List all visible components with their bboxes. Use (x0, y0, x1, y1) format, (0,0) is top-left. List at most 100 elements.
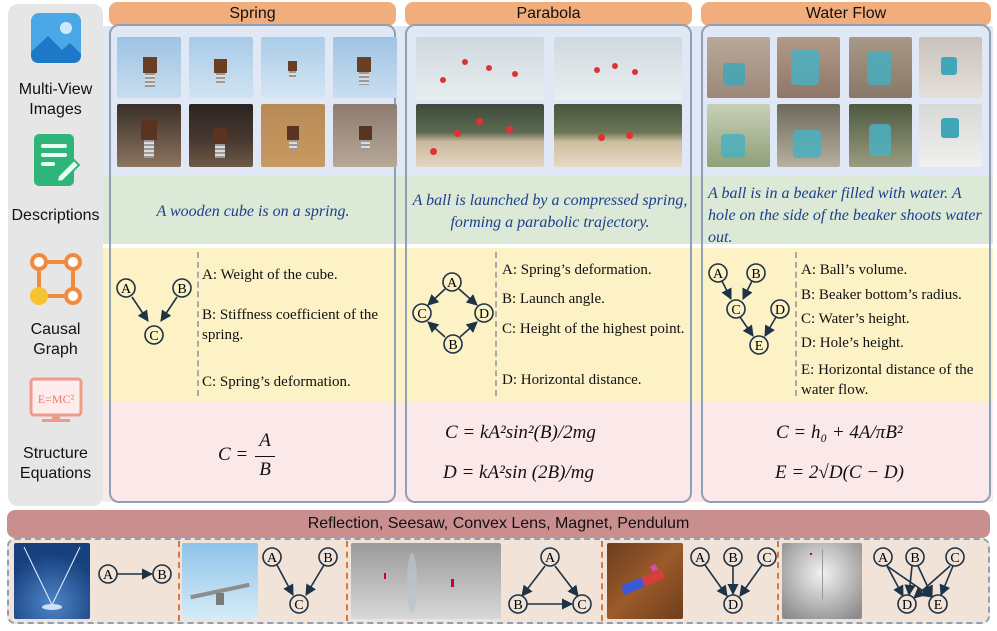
spring-causal-graph: A B C (116, 278, 192, 345)
spring-view-image (117, 104, 181, 167)
column-spring (109, 24, 396, 503)
graph-node (318, 547, 338, 567)
graph-node (540, 547, 560, 567)
row-label-sidebar: Multi-View Images Descriptions Causal Gr… (8, 4, 103, 506)
spring-equation-denominator: B (259, 459, 271, 480)
spring-variable: C: Spring’s deformation. (202, 374, 351, 390)
column-header-parabola: Parabola (405, 2, 692, 26)
water-flow-variable: B: Beaker bottom’s radius. (801, 287, 962, 303)
node-label-c: C (294, 598, 303, 613)
node-label-b: B (751, 267, 760, 282)
water-flow-variable: E: Horizontal distance of the water flow… (801, 362, 974, 398)
node-label-c: C (577, 598, 586, 613)
graph-node (746, 263, 766, 283)
node-label-a: A (878, 551, 889, 566)
column-header-water-flow: Water Flow (701, 2, 991, 26)
spring-variable: B: Stiffness coefficient of the spring. (202, 307, 379, 343)
node-label-c: C (731, 303, 740, 318)
water-flow-view-image (707, 104, 770, 167)
water-flow-view-image (777, 104, 840, 167)
spring-view-image (189, 37, 253, 98)
convex-lens-scene-image (351, 543, 501, 619)
sidebar-item-descriptions: Descriptions (8, 132, 103, 226)
column-header-spring: Spring (109, 2, 396, 26)
graph-separator (495, 252, 497, 396)
water-flow-view-image (919, 104, 982, 167)
graph-node (928, 594, 948, 614)
parabola-variable: B: Launch angle. (502, 291, 605, 307)
graph-node (770, 299, 790, 319)
node-label-a: A (267, 551, 278, 566)
graph-node (98, 564, 118, 584)
spring-variable: A: Weight of the cube. (202, 267, 338, 283)
graph-node (144, 325, 164, 345)
node-label-c: C (149, 329, 158, 344)
document-edit-icon (33, 134, 80, 186)
equations-band (103, 402, 993, 502)
node-label-c: C (950, 551, 959, 566)
graph-icon (29, 253, 82, 305)
parabola-description: A ball is launched by a compressed sprin… (412, 192, 688, 231)
water-flow-view-image (919, 37, 982, 98)
graph-node (289, 594, 309, 614)
sidebar-label-line1: Causal (30, 321, 81, 338)
scene-separator (346, 541, 348, 621)
graph-node (897, 594, 917, 614)
seesaw-causal-graph: A B C (262, 547, 338, 614)
parabola-view-image (554, 104, 682, 167)
sidebar-item-causal-graph: Causal Graph (8, 250, 103, 360)
graph-node (723, 594, 743, 614)
node-label-b: B (513, 598, 522, 613)
parabola-view-image (416, 104, 544, 167)
parabola-view-image (554, 37, 682, 100)
water-flow-variable: A: Ball’s volume. (801, 262, 908, 278)
spring-equation-numerator: A (259, 430, 271, 451)
sidebar-label-line1: Structure (23, 445, 88, 462)
parabola-view-image (416, 37, 544, 100)
node-label-d: D (775, 303, 785, 318)
sidebar-label-line1: Descriptions (11, 207, 100, 224)
convex-lens-causal-graph: A B C (508, 547, 592, 614)
pendulum-scene-image (782, 543, 862, 619)
node-label-b: B (323, 551, 332, 566)
node-label-a: A (695, 551, 706, 566)
node-label-e: E (755, 339, 764, 354)
spring-equation-lhs: C = (218, 444, 249, 465)
water-flow-view-image (849, 104, 912, 167)
formula-icon-text: E=MC² (37, 392, 74, 406)
node-label-e: E (934, 598, 943, 613)
node-label-d: D (728, 598, 738, 613)
scene-separator (178, 541, 180, 621)
graph-node (726, 299, 746, 319)
graph-node (945, 547, 965, 567)
pendulum-causal-graph: A B C D E (873, 547, 965, 614)
graph-node (152, 564, 172, 584)
graph-node (757, 547, 777, 567)
node-label-b: B (728, 551, 737, 566)
reflection-causal-graph: A B (98, 564, 172, 584)
parabola-equation: C = kA²sin²(B)/2mg (445, 422, 596, 443)
image-icon (30, 13, 81, 63)
graph-node (443, 334, 463, 354)
bottom-scenes-title: Reflection, Seesaw, Convex Lens, Magnet,… (7, 510, 990, 538)
magnet-causal-graph: A B C D (690, 547, 777, 614)
reflection-scene-image (14, 543, 90, 619)
node-label-c: C (417, 307, 426, 322)
magnet-scene-image (607, 543, 683, 619)
parabola-equation: D = kA²sin (2B)/mg (443, 462, 594, 483)
graph-node (116, 278, 136, 298)
node-label-b: B (177, 282, 186, 297)
graph-separator (795, 252, 797, 396)
parabola-causal-graph: A C D B (412, 272, 494, 354)
spring-view-image (333, 104, 397, 167)
sidebar-item-structure-equations: E=MC² Structure Equations (8, 376, 103, 484)
causal-graph-band (103, 248, 993, 402)
spring-view-image (261, 37, 325, 98)
water-flow-equation: E = 2√D(C − D) (775, 462, 904, 483)
spring-view-image (189, 104, 253, 167)
graph-node (412, 303, 432, 323)
graph-node (749, 335, 769, 355)
graph-separator (197, 252, 199, 396)
